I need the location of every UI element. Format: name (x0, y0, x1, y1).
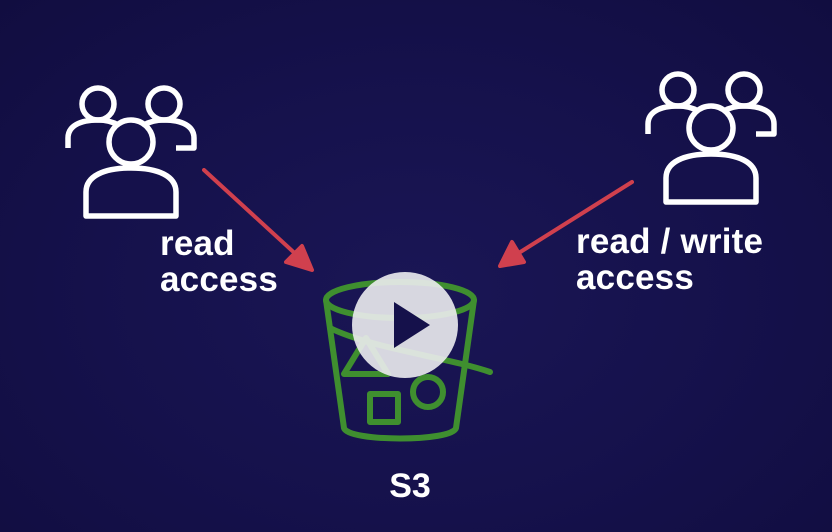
label-line: access (576, 258, 694, 297)
users-group-icon (636, 66, 786, 206)
label-line: read (160, 224, 235, 263)
s3-label: S3 (389, 467, 431, 505)
read-access-label: read access (160, 226, 278, 298)
right-arrowhead (498, 240, 526, 268)
label-line: access (160, 260, 278, 299)
label-line: read / write (576, 222, 764, 261)
left-arrowhead (284, 244, 314, 272)
play-icon (394, 302, 430, 348)
users-group-icon (56, 80, 206, 220)
read-write-access-label: read / write access (576, 224, 763, 296)
play-button[interactable] (352, 272, 458, 378)
